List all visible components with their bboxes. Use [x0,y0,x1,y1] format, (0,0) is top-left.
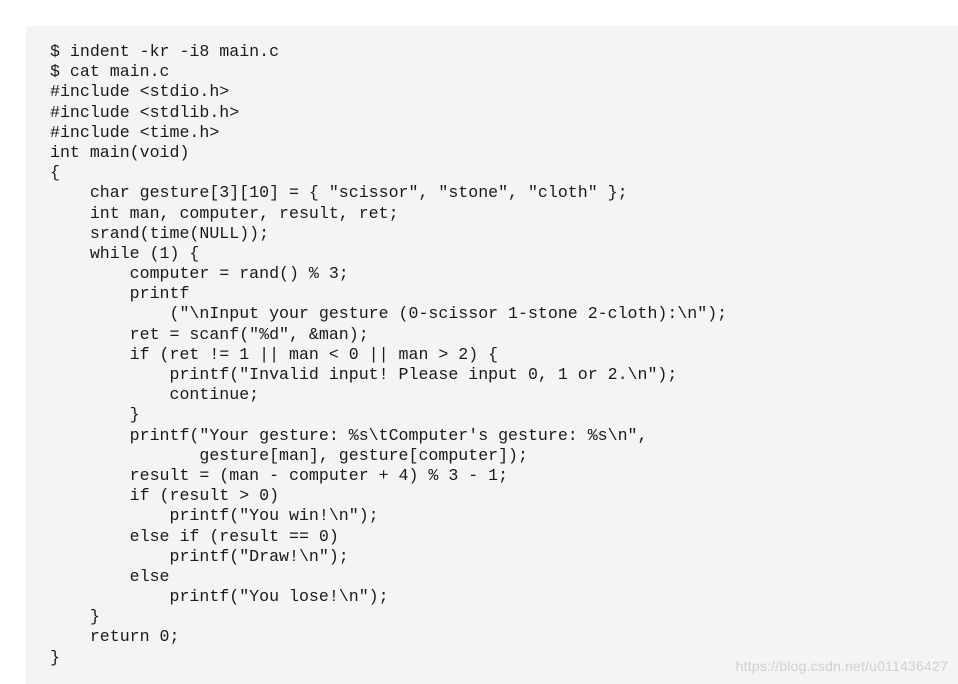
code-block: $ indent -kr -i8 main.c$ cat main.c#incl… [26,26,958,684]
code-line: $ indent -kr -i8 main.c [50,42,280,61]
watermark: https://blog.csdn.net/u011436427 [735,658,948,674]
code-line: else [50,566,170,586]
code-line: #include <stdio.h> [50,82,230,102]
code-line: } [50,405,140,425]
code-line: ret = scanf("%d", &man); [50,324,369,344]
code-line: return 0; [50,627,180,647]
code-line: while (1) { [50,243,200,263]
code-line: srand(time(NULL)); [50,223,270,243]
code-line: #include <time.h> [50,122,220,142]
code-line: int main(void) [50,142,190,162]
code-line: char gesture[3][10] = { "scissor", "ston… [50,183,628,203]
code-line: $ cat main.c [50,62,170,82]
code-line: if (result > 0) [50,486,280,506]
code-line: } [50,607,100,627]
code-line: ("\nInput your gesture (0-scissor 1-ston… [50,304,728,324]
code-line: else if (result == 0) [50,526,339,546]
code-line: printf("Invalid input! Please input 0, 1… [50,365,678,384]
code-line: printf("Your gesture: %s\tComputer's ges… [50,425,648,445]
code-line: printf [50,284,190,304]
code-line: computer = rand() % 3; [50,264,349,284]
code-line: result = (man - computer + 4) % 3 - 1; [50,465,509,485]
code-line: } [50,647,60,667]
code-line: printf("You win!\n"); [50,506,379,526]
code-listing: $ indent -kr -i8 main.c$ cat main.c#incl… [50,42,958,668]
code-line: { [50,163,60,183]
code-line: #include <stdlib.h> [50,102,240,122]
code-line: printf("Draw!\n"); [50,546,349,566]
code-line: if (ret != 1 || man < 0 || man > 2) { [50,344,499,364]
code-line: gesture[man], gesture[computer]); [50,445,528,465]
code-line: continue; [50,385,260,405]
code-line: printf("You lose!\n"); [50,587,389,607]
code-line: int man, computer, result, ret; [50,203,399,223]
